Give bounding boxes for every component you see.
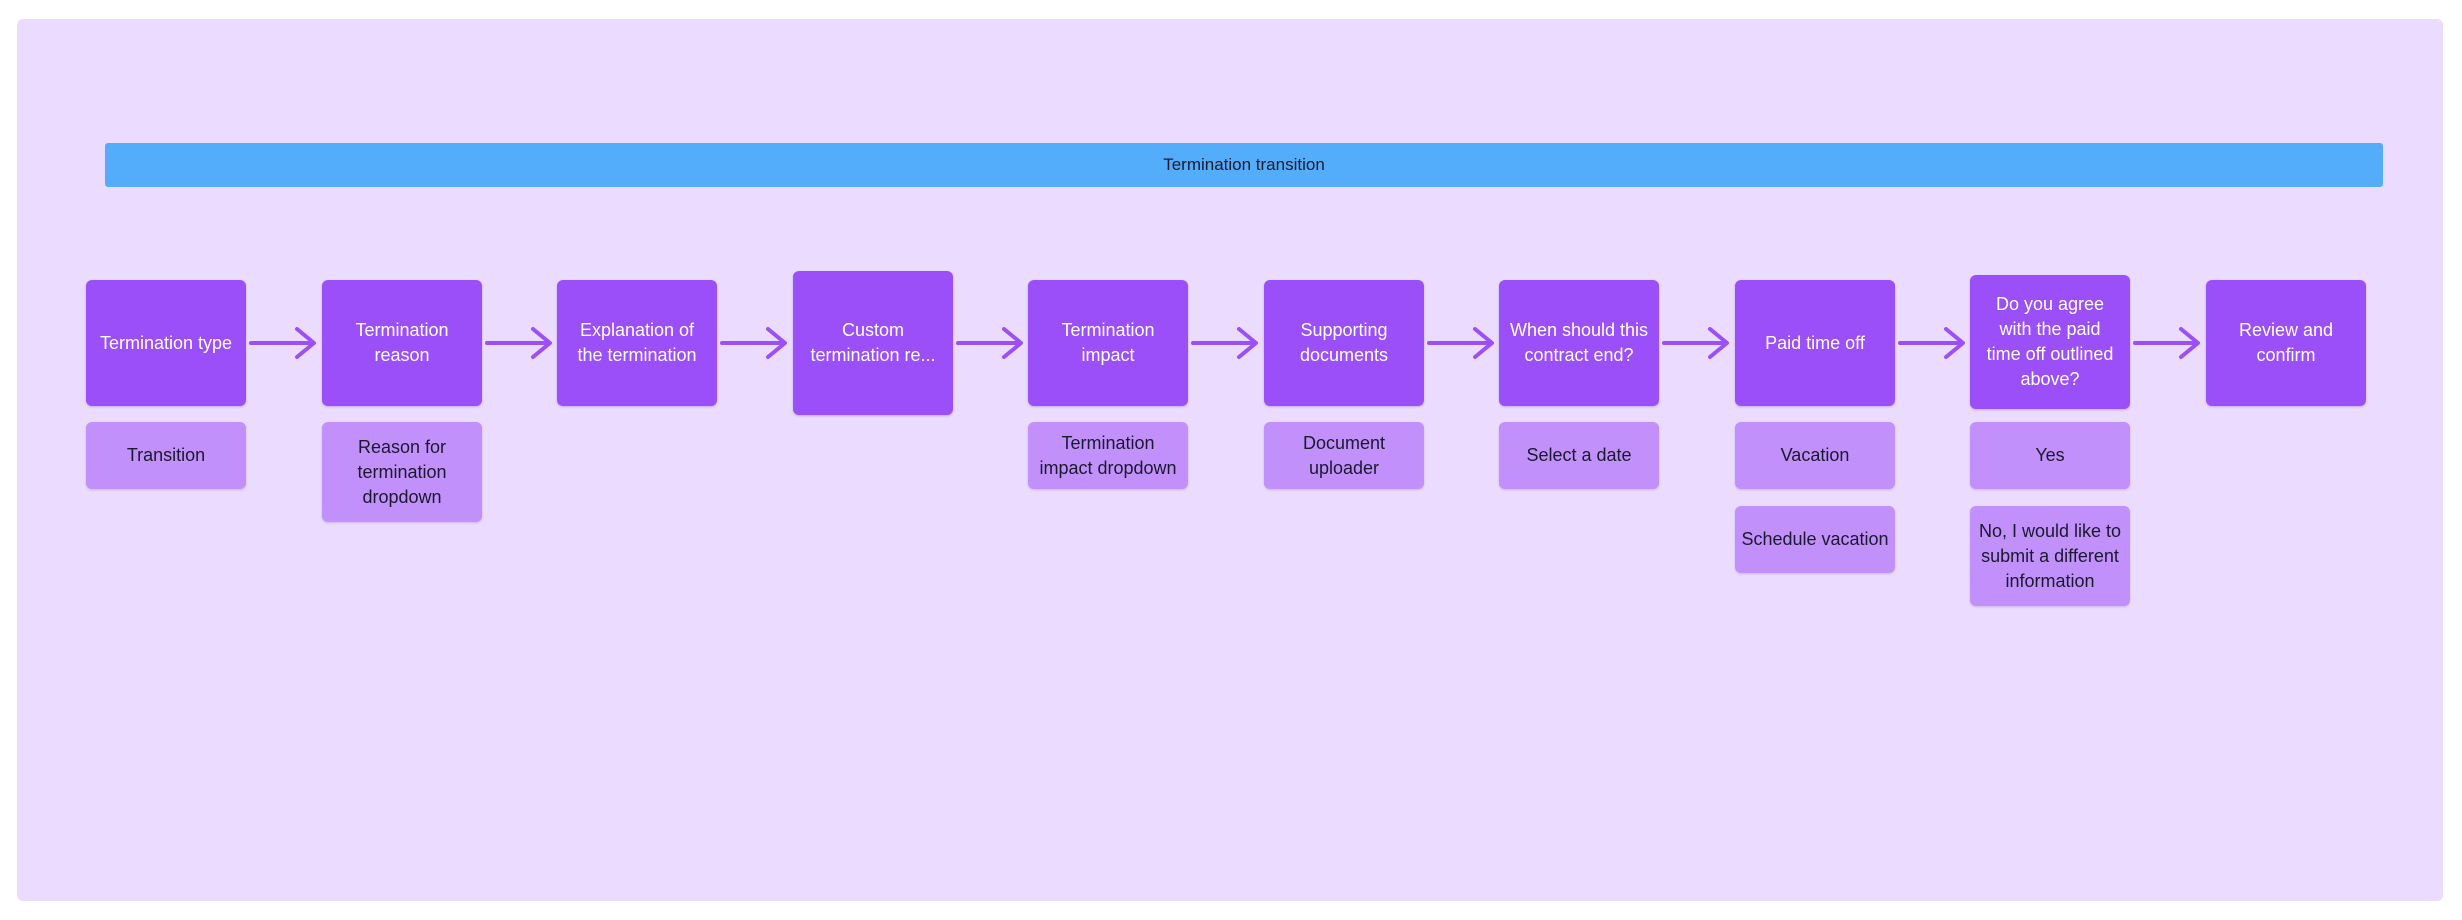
option-label: Document uploader [1302,432,1386,478]
option-label: Termination impact dropdown [1039,432,1177,478]
step-termination-reason[interactable]: Termination reason [322,280,482,406]
step-custom-termination[interactable]: Custom termination re... [793,271,953,415]
step-paid-time-off[interactable]: Paid time off [1735,280,1895,406]
option-no-different-information[interactable]: No, I would like to submit a different i… [1970,506,2130,606]
option-document-uploader[interactable]: Document uploader [1264,422,1424,489]
option-reason-dropdown[interactable]: Reason for termination dropdown [322,422,482,522]
step-label: Do you agree with the paid time off outl… [1986,294,2114,389]
arrow-icon [1427,327,1494,359]
option-impact-dropdown[interactable]: Termination impact dropdown [1028,422,1188,489]
step-label: When should this contract end? [1509,320,1649,365]
section-banner: Termination transition [105,143,2383,187]
arrow-icon [2133,327,2200,359]
step-label: Paid time off [1765,332,1865,353]
step-supporting-documents[interactable]: Supporting documents [1264,280,1424,406]
step-label: Custom termination re... [810,320,936,365]
step-label: Explanation of the termination [577,320,697,365]
diagram-canvas: Termination transition Termination type … [17,19,2443,901]
step-label: Termination reason [355,320,449,365]
banner-label: Termination transition [1163,155,1325,174]
option-label: Transition [126,445,206,465]
arrow-icon [956,327,1023,359]
step-label: Supporting documents [1299,320,1389,365]
step-contract-end[interactable]: When should this contract end? [1499,280,1659,406]
option-label: Reason for termination dropdown [357,436,447,507]
arrow-icon [720,327,787,359]
step-termination-impact[interactable]: Termination impact [1028,280,1188,406]
option-label: Select a date [1526,445,1632,465]
arrow-icon [485,327,552,359]
arrow-icon [1662,327,1729,359]
option-select-date[interactable]: Select a date [1499,422,1659,489]
option-label: Vacation [1780,445,1850,465]
step-agree-paid-time-off[interactable]: Do you agree with the paid time off outl… [1970,275,2130,409]
step-termination-type[interactable]: Termination type [86,280,246,406]
option-yes[interactable]: Yes [1970,422,2130,489]
step-label: Review and confirm [2238,320,2334,365]
option-schedule-vacation[interactable]: Schedule vacation [1735,506,1895,573]
option-label: Yes [2035,445,2065,465]
arrow-icon [1898,327,1965,359]
arrow-icon [1191,327,1258,359]
step-label: Termination impact [1061,320,1155,365]
arrow-icon [249,327,316,359]
step-label: Termination type [99,332,233,353]
step-explanation[interactable]: Explanation of the termination [557,280,717,406]
option-vacation[interactable]: Vacation [1735,422,1895,489]
step-review-confirm[interactable]: Review and confirm [2206,280,2366,406]
option-label: No, I would like to submit a different i… [1978,520,2122,591]
option-transition[interactable]: Transition [86,422,246,489]
option-label: Schedule vacation [1741,529,1889,549]
